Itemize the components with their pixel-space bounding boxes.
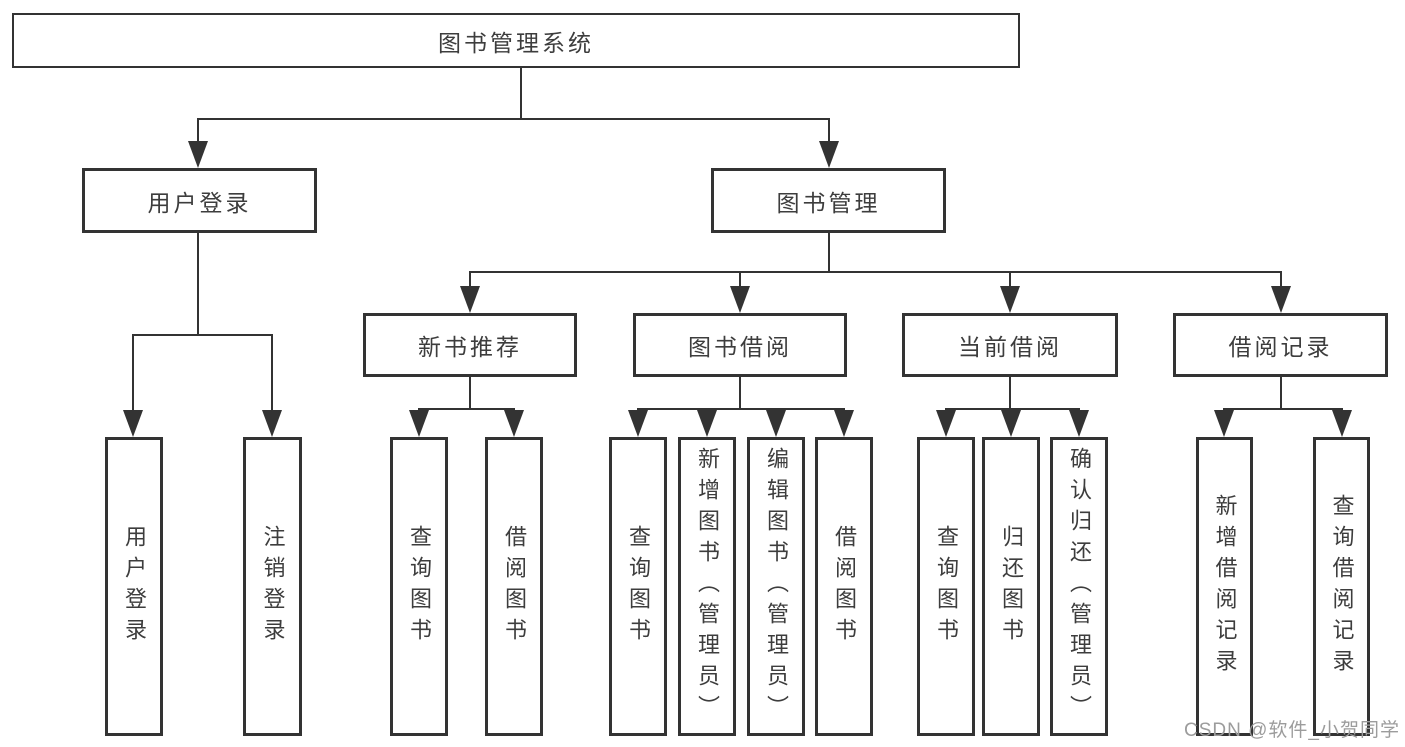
- arrow-down-icon: [1069, 410, 1089, 437]
- connector-line: [1223, 408, 1343, 410]
- leaf-borrow-books-borrowing: 借阅图书: [815, 437, 873, 736]
- node-label: 图书借阅: [688, 334, 792, 360]
- connector-line: [1009, 271, 1011, 288]
- leaf-edit-books-admin: 编辑图书（管理员）: [747, 437, 805, 736]
- connector-line: [1280, 271, 1282, 288]
- leaf-query-books-borrowing: 查询图书: [609, 437, 667, 736]
- arrow-down-icon: [409, 410, 429, 437]
- connector-line: [828, 118, 830, 144]
- leaf-label: 编辑图书（管理员）: [764, 447, 789, 726]
- arrow-down-icon: [730, 286, 750, 313]
- arrow-down-icon: [1271, 286, 1291, 313]
- arrow-down-icon: [628, 410, 648, 437]
- node-label: 图书管理: [776, 189, 881, 216]
- leaf-label: 用户登录: [122, 524, 147, 649]
- arrow-down-icon: [262, 410, 282, 437]
- connector-line: [1280, 377, 1282, 410]
- leaf-borrow-books-recommend: 借阅图书: [485, 437, 543, 736]
- connector-line: [197, 118, 830, 120]
- leaf-label: 注销登录: [260, 524, 286, 649]
- arrow-down-icon: [504, 410, 524, 437]
- arrow-down-icon: [766, 410, 786, 437]
- csdn-watermark: CSDN @软件_小贺同学: [1184, 720, 1400, 741]
- arrow-down-icon: [834, 410, 854, 437]
- arrow-down-icon: [460, 286, 480, 313]
- connector-line: [132, 334, 273, 336]
- connector-line: [1009, 377, 1011, 410]
- connector-line: [520, 68, 522, 120]
- leaf-label: 借阅图书: [832, 524, 857, 649]
- node-book-borrowing: 图书借阅: [633, 313, 847, 377]
- leaf-query-borrow-record: 查询借阅记录: [1313, 437, 1370, 736]
- leaf-user-login: 用户登录: [105, 437, 163, 736]
- node-current-borrowing: 当前借阅: [902, 313, 1118, 377]
- node-library-management-system: 图书管理系统: [12, 13, 1020, 68]
- arrow-down-icon: [1332, 410, 1352, 437]
- leaf-label: 查询图书: [626, 524, 651, 649]
- leaf-label: 新增图书（管理员）: [695, 447, 720, 726]
- leaf-label: 查询图书: [407, 524, 432, 649]
- connector-line: [469, 271, 1282, 273]
- leaf-return-books: 归还图书: [982, 437, 1040, 736]
- connector-line: [739, 271, 741, 288]
- arrow-down-icon: [936, 410, 956, 437]
- leaf-add-books-admin: 新增图书（管理员）: [678, 437, 736, 736]
- connector-line: [637, 408, 845, 410]
- node-label: 新书推荐: [418, 334, 522, 360]
- arrow-down-icon: [819, 141, 839, 168]
- connector-line: [739, 377, 741, 410]
- arrow-down-icon: [697, 410, 717, 437]
- leaf-confirm-return-admin: 确认归还（管理员）: [1050, 437, 1108, 736]
- node-new-book-recommendation: 新书推荐: [363, 313, 577, 377]
- node-user-login: 用户登录: [82, 168, 317, 233]
- arrow-down-icon: [188, 141, 208, 168]
- connector-line: [271, 334, 273, 413]
- arrow-down-icon: [123, 410, 143, 437]
- connector-line: [418, 408, 515, 410]
- node-label: 当前借阅: [958, 334, 1062, 360]
- connector-line: [197, 118, 199, 144]
- arrow-down-icon: [1214, 410, 1234, 437]
- connector-line: [132, 334, 134, 413]
- leaf-label: 归还图书: [999, 524, 1024, 649]
- node-book-management: 图书管理: [711, 168, 946, 233]
- leaf-label: 新增借阅记录: [1212, 493, 1238, 680]
- leaf-add-borrow-record: 新增借阅记录: [1196, 437, 1253, 736]
- node-borrowing-records: 借阅记录: [1173, 313, 1388, 377]
- leaf-label: 借阅图书: [502, 524, 527, 649]
- leaf-logout: 注销登录: [243, 437, 302, 736]
- leaf-label: 查询图书: [934, 524, 959, 649]
- leaf-query-books-current: 查询图书: [917, 437, 975, 736]
- leaf-query-books-recommend: 查询图书: [390, 437, 448, 736]
- connector-line: [469, 271, 471, 288]
- connector-line: [469, 377, 471, 410]
- node-label: 借阅记录: [1228, 334, 1333, 360]
- connector-line: [828, 233, 830, 273]
- arrow-down-icon: [1000, 286, 1020, 313]
- connector-line: [197, 233, 199, 335]
- connector-line: [945, 408, 1080, 410]
- node-label: 用户登录: [147, 189, 252, 216]
- arrow-down-icon: [1001, 410, 1021, 437]
- node-label: 图书管理系统: [438, 29, 594, 56]
- leaf-label: 确认归还（管理员）: [1067, 447, 1092, 726]
- leaf-label: 查询借阅记录: [1329, 493, 1355, 680]
